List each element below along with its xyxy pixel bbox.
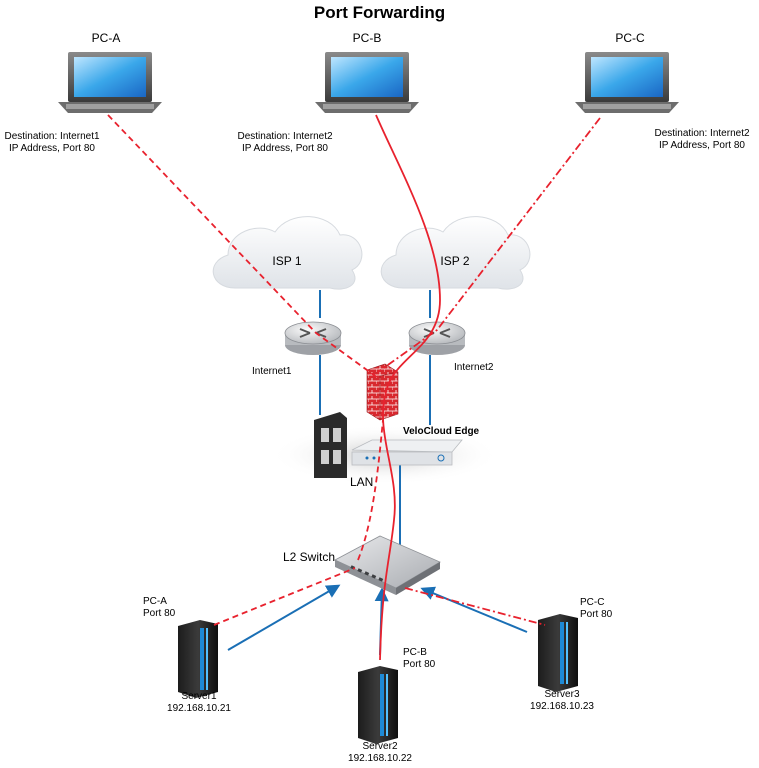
server3-ip: 192.168.10.23	[530, 701, 594, 712]
server3-name: Server3	[544, 689, 580, 700]
l2-switch-label: L2 Switch	[283, 550, 336, 564]
server1-tag: PC-A Port 80	[143, 596, 175, 620]
flow-pc-a-to-internet1	[107, 114, 379, 379]
server1-tower	[178, 620, 218, 698]
pc-a-label: PC-A	[91, 31, 121, 45]
velocloud-edge-device	[351, 439, 463, 466]
pc-c-destination: Destination: Internet2 IP Address, Port …	[654, 128, 749, 152]
server3-tag-line1: PC-C	[580, 597, 605, 608]
laptop-pc-b	[315, 52, 419, 113]
isp2-cloud	[380, 216, 531, 290]
server2-name: Server2	[362, 741, 398, 752]
internet2-label: Internet2	[454, 362, 494, 373]
server1-tag-line1: PC-A	[143, 596, 167, 607]
server1-ip: 192.168.10.21	[167, 703, 231, 714]
flow-pc-c-to-internet2	[377, 117, 601, 373]
flow-pc-b-path	[375, 114, 441, 661]
diagram-title: Port Forwarding	[313, 3, 446, 22]
flow-paths	[107, 114, 601, 661]
server2-label: Server2 192.168.10.22	[348, 741, 412, 765]
server2-tag: PC-B Port 80	[403, 647, 435, 671]
server2-tag-line1: PC-B	[403, 647, 427, 658]
flow-switch-to-server1	[213, 567, 356, 626]
laptop-pc-c	[575, 52, 679, 113]
flow-switch-to-server3	[404, 587, 546, 626]
pc-a-dest-line1: Destination: Internet1	[4, 131, 100, 142]
server3-tag: PC-C Port 80	[580, 597, 612, 621]
pc-b-label: PC-B	[352, 31, 382, 45]
pc-a-destination: Destination: Internet1 IP Address, Port …	[4, 131, 99, 155]
server1-tag-line2: Port 80	[143, 608, 176, 619]
pc-c-dest-line1: Destination: Internet2	[654, 128, 750, 139]
firewall-icon	[366, 363, 399, 421]
server3-tag-line2: Port 80	[580, 609, 613, 620]
pc-b-dest-line2: IP Address, Port 80	[242, 143, 328, 154]
server1-name: Server1	[181, 691, 217, 702]
lan-label: LAN	[350, 475, 374, 489]
server2-tag-line2: Port 80	[403, 659, 436, 670]
laptop-pc-a	[58, 52, 162, 113]
lan-building-icon	[314, 412, 347, 478]
server3-label: Server3 192.168.10.23	[530, 689, 594, 713]
isp1-label: ISP 1	[272, 254, 302, 268]
velocloud-edge-label: VeloCloud Edge	[403, 426, 480, 437]
pc-a-dest-line2: IP Address, Port 80	[9, 143, 95, 154]
router-internet1	[284, 321, 342, 355]
server3-tower	[538, 614, 578, 692]
pc-b-destination: Destination: Internet2 IP Address, Port …	[237, 131, 332, 155]
internet1-label: Internet1	[252, 366, 292, 377]
pc-c-dest-line2: IP Address, Port 80	[659, 140, 745, 151]
server2-tower	[358, 666, 398, 744]
isp2-label: ISP 2	[440, 254, 470, 268]
server1-label: Server1 192.168.10.21	[167, 691, 231, 715]
pc-c-label: PC-C	[615, 31, 645, 45]
pc-b-dest-line1: Destination: Internet2	[237, 131, 333, 142]
flow-switch-to-firewall-a	[357, 419, 384, 561]
isp1-cloud	[212, 216, 363, 290]
server2-ip: 192.168.10.22	[348, 753, 412, 764]
